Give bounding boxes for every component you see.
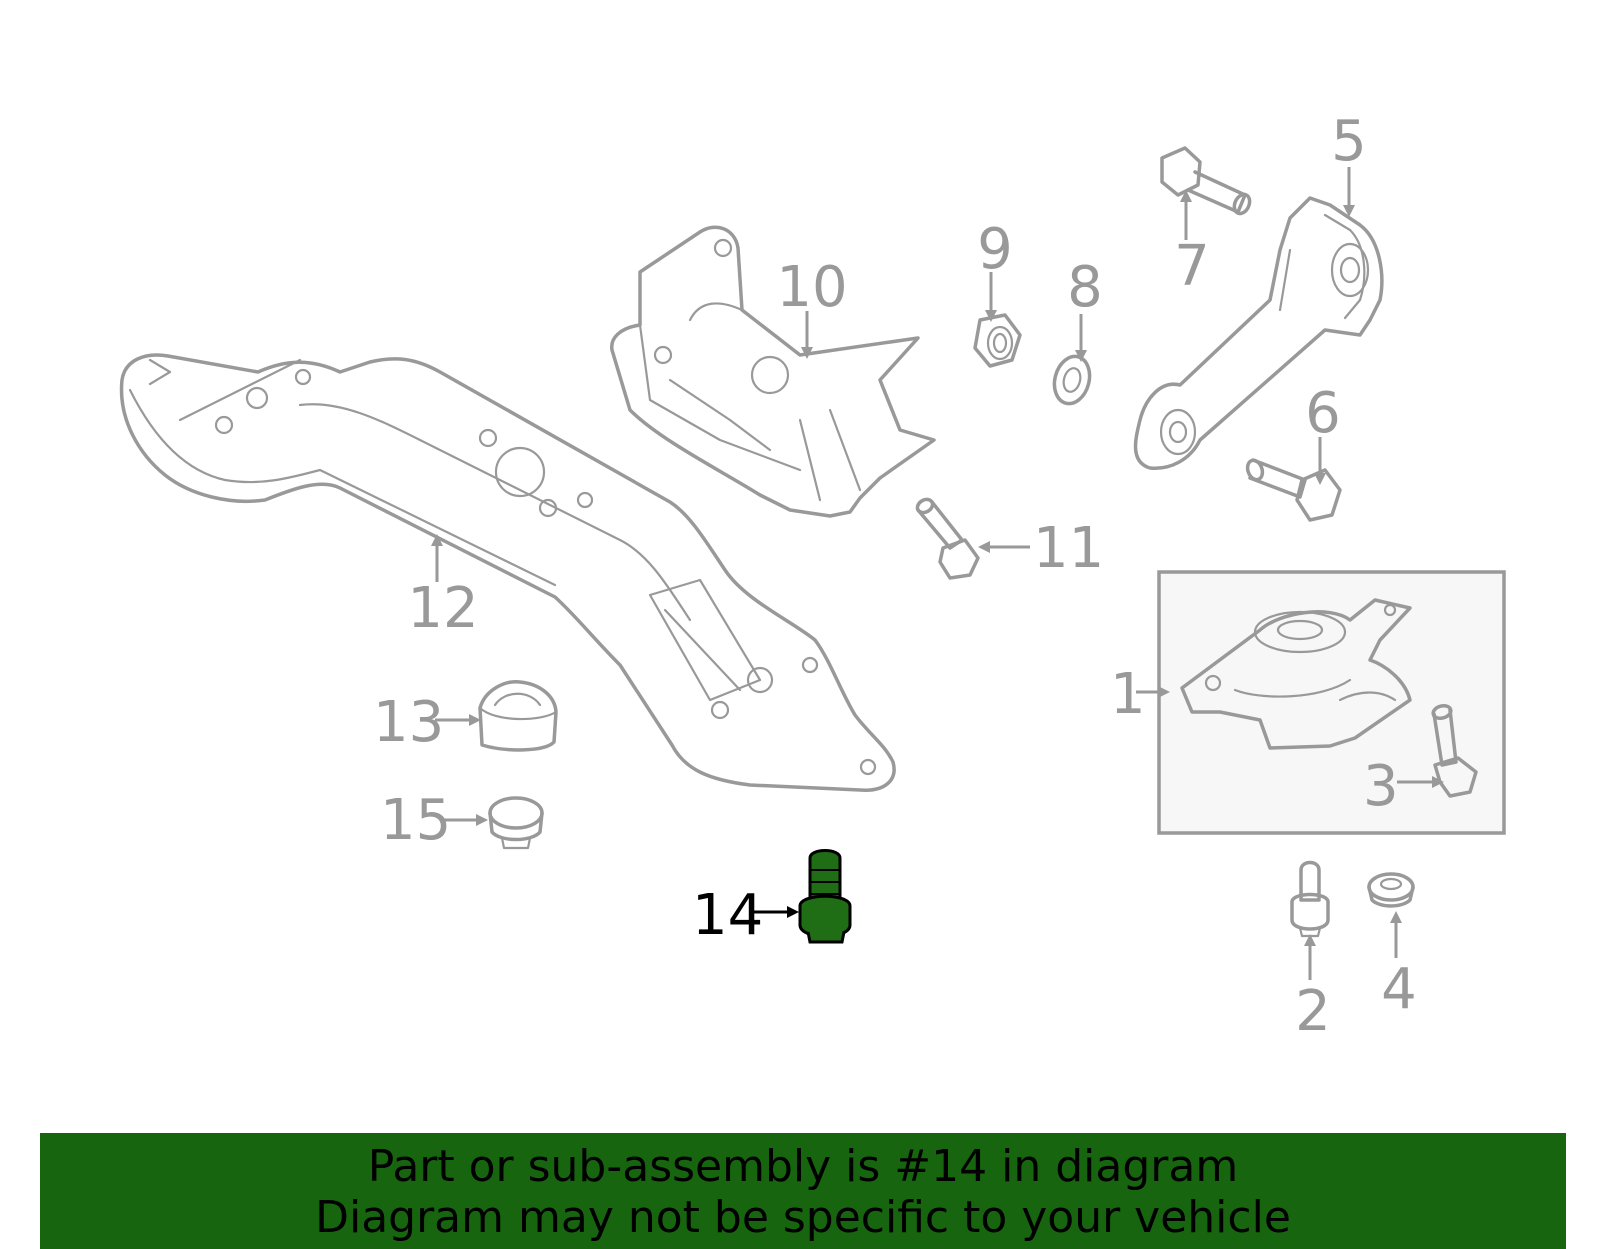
crossmember-part-12[interactable] <box>119 353 896 792</box>
bracket-part-10[interactable] <box>610 225 936 518</box>
callout-7: 7 <box>1174 234 1210 299</box>
bolt-part-7[interactable] <box>1160 146 1253 216</box>
callout-1: 1 <box>1110 662 1146 727</box>
stud-part-2[interactable] <box>1290 860 1330 938</box>
callout-labels: 5 7 9 8 10 6 11 12 13 15 14 1 3 2 4 <box>373 109 1417 1044</box>
callout-10: 10 <box>776 255 847 320</box>
banner-line-1: Part or sub-assembly is #14 in diagram <box>367 1141 1239 1192</box>
bolt-part-6[interactable] <box>1245 458 1342 522</box>
callout-9: 9 <box>977 217 1013 282</box>
torque-rod-part-5[interactable] <box>1133 196 1384 470</box>
callout-4: 4 <box>1381 957 1417 1022</box>
bolt-part-14-highlighted[interactable] <box>798 849 852 944</box>
callout-12: 12 <box>407 576 478 641</box>
nut-part-9[interactable] <box>973 313 1022 368</box>
callout-8: 8 <box>1067 255 1103 320</box>
callout-5: 5 <box>1331 109 1367 174</box>
callout-13: 13 <box>373 690 444 755</box>
insulator-part-13[interactable] <box>478 680 558 752</box>
callout-15: 15 <box>380 788 451 853</box>
bolt-part-11[interactable] <box>915 497 980 580</box>
nut-part-15[interactable] <box>488 796 544 850</box>
info-banner: Part or sub-assembly is #14 in diagram D… <box>40 1133 1566 1249</box>
callout-2: 2 <box>1295 979 1331 1044</box>
callout-14: 14 <box>692 883 763 948</box>
nut-part-4[interactable] <box>1367 872 1415 908</box>
callout-11: 11 <box>1033 516 1104 581</box>
callout-3: 3 <box>1363 754 1399 819</box>
banner-line-2: Diagram may not be specific to your vehi… <box>315 1192 1291 1243</box>
leader-lines <box>435 167 1437 980</box>
callout-6: 6 <box>1305 381 1341 446</box>
arrowheads <box>431 190 1444 946</box>
washer-part-8[interactable] <box>1049 352 1094 407</box>
